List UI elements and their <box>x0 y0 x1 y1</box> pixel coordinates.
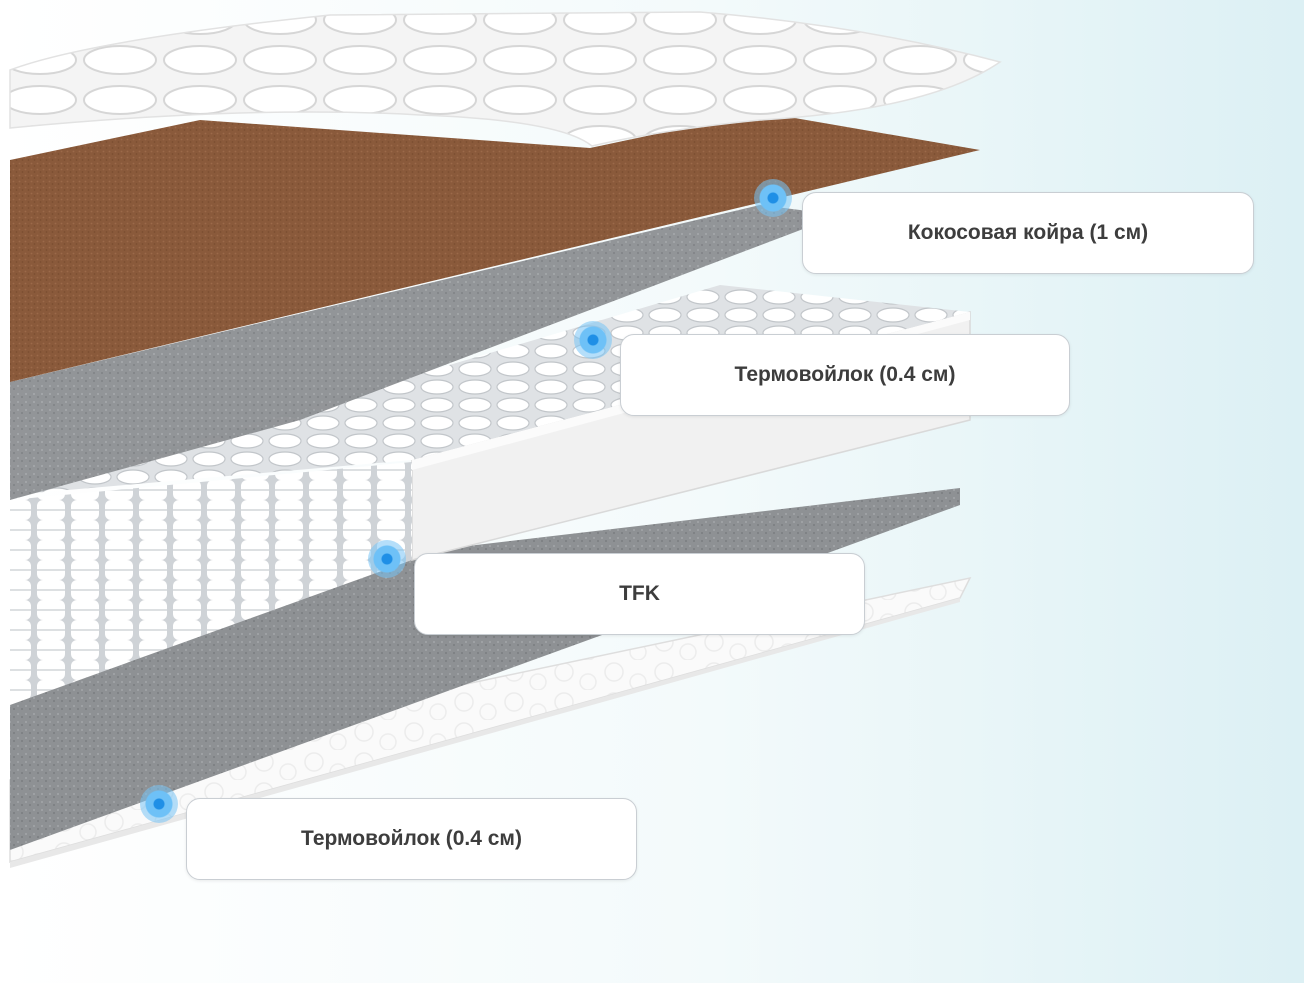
marker-top-felt <box>574 321 612 359</box>
callout-bottom-felt: Термовойлок (0.4 см) <box>186 798 637 880</box>
marker-spring-unit <box>368 540 406 578</box>
marker-coconut-coir <box>754 179 792 217</box>
callout-spring-unit-label: TFK <box>619 582 660 605</box>
callout-spring-unit: TFK <box>414 553 865 635</box>
callout-coconut-coir: Кокосовая койра (1 см) <box>802 192 1254 274</box>
marker-bottom-felt <box>140 785 178 823</box>
callout-bottom-felt-label: Термовойлок (0.4 см) <box>301 827 522 850</box>
spring-unit-side <box>10 462 412 705</box>
quilted-top-cover <box>9 11 1002 147</box>
coconut-coir-layer <box>10 112 980 382</box>
top-grey-felt-layer <box>10 205 840 500</box>
callout-top-felt: Термовойлок (0.4 см) <box>620 334 1070 416</box>
callout-top-felt-label: Термовойлок (0.4 см) <box>734 363 956 386</box>
callout-coconut-coir-label: Кокосовая койра (1 см) <box>907 221 1149 244</box>
